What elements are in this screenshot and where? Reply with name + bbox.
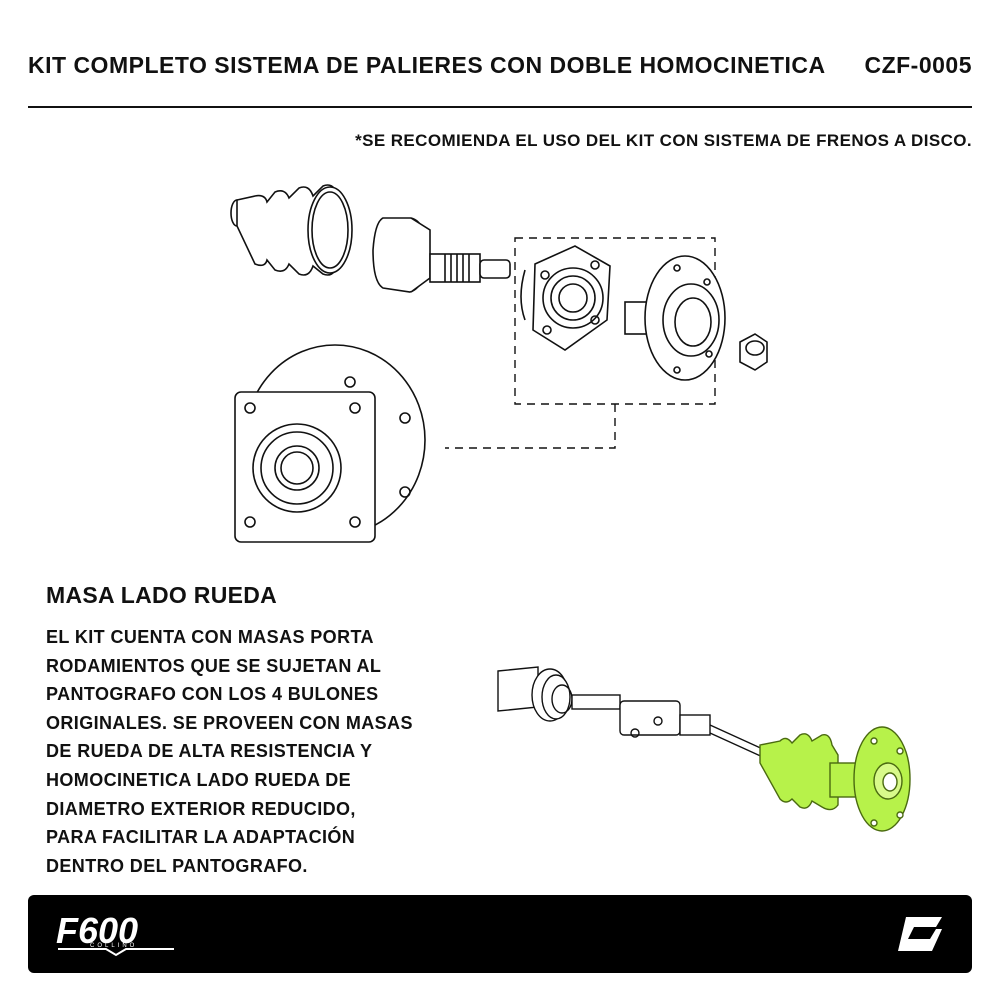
description-line: EL KIT CUENTA CON MASAS PORTA (46, 627, 374, 647)
enlarged-hub-drawing (234, 344, 426, 543)
description-line: DENTRO DEL PANTOGRAFO. (46, 855, 308, 876)
description-line: PANTOGRAFO CON LOS 4 BULONES (46, 684, 379, 705)
inner-joint-drawing (497, 666, 621, 722)
product-code: CZF-0005 (864, 52, 972, 78)
axle-assembly-illustration (497, 666, 911, 832)
cv-joint-drawing (372, 217, 511, 293)
f600-logo-subtext: COLLINO (90, 943, 137, 949)
wheel-hub-drawing (624, 255, 726, 381)
description-line: DE RUEDA DE ALTA RESISTENCIA Y (46, 741, 373, 762)
description-line: ORIGINALES. SE PROVEEN CON MASAS (46, 712, 413, 733)
wheel-side-highlight (759, 726, 911, 832)
page-title: KIT COMPLETO SISTEMA DE PALIERES CON DOB… (28, 52, 826, 78)
header-divider (28, 106, 972, 108)
brake-recommendation-note: *SE RECOMIENDA EL USO DEL KIT CON SISTEM… (355, 131, 972, 150)
f600-logo-text: F600 (56, 910, 138, 951)
description-line: DIAMETRO EXTERIOR REDUCIDO, (46, 798, 356, 819)
description-line: HOMOCINETICA LADO RUEDA DE (46, 769, 352, 790)
footer-bar: F600 COLLINO (28, 895, 972, 973)
cv-boot-drawing (230, 184, 353, 276)
section-description: EL KIT CUENTA CON MASAS PORTA RODAMIENTO… (46, 623, 436, 880)
section-title: MASA LADO RUEDA (46, 582, 278, 608)
exploded-view-illustration (230, 184, 768, 543)
hub-nut-drawing (739, 333, 768, 371)
f600-logo: F600 COLLINO (56, 910, 174, 957)
coupling-drawing (619, 700, 711, 738)
shaft-drawing (709, 724, 766, 759)
bearing-housing-drawing (514, 237, 716, 405)
description-line: RODAMIENTOS QUE SE SUJETAN AL (46, 655, 382, 676)
c-brand-logo-icon (898, 917, 942, 951)
description-line: PARA FACILITAR LA ADAPTACIÓN (46, 827, 356, 848)
